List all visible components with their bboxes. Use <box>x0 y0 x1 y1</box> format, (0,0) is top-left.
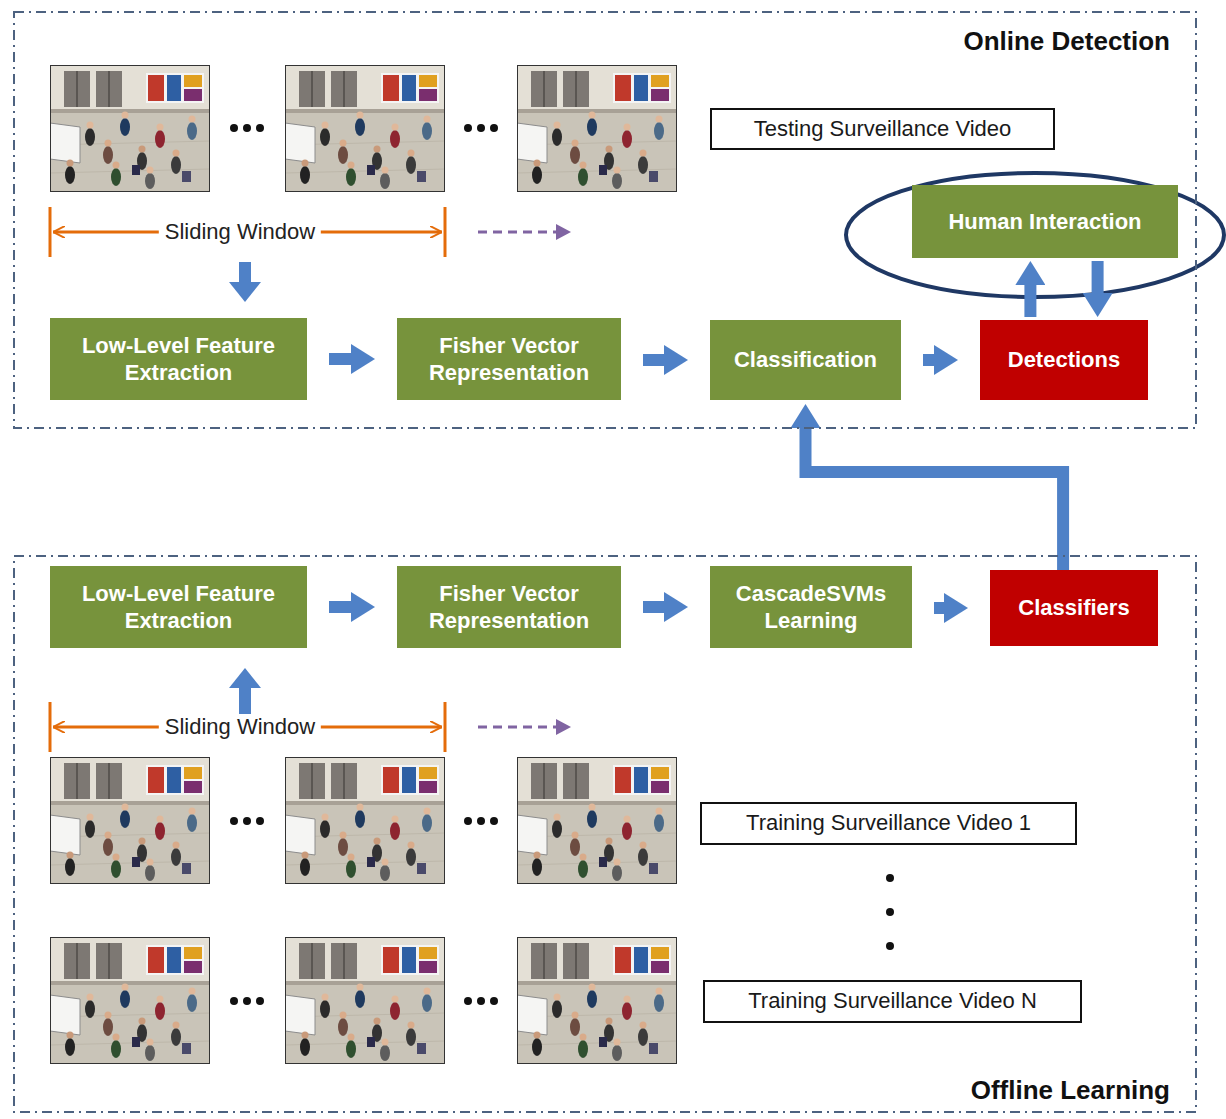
illustration-part <box>477 817 485 825</box>
box-label: Classifiers <box>1018 594 1129 622</box>
video-frame <box>285 937 445 1064</box>
video-frame <box>517 65 677 192</box>
window-label: Sliding Window <box>165 219 315 244</box>
sliding-window-bracket <box>50 207 445 752</box>
box-label: Fisher Vector Representation <box>407 580 611 635</box>
video-caption-box: Testing Surveillance Video <box>710 108 1055 150</box>
video-frame <box>50 65 210 192</box>
video-frame <box>50 757 210 884</box>
window-shift-arrow <box>478 224 571 735</box>
flow-arrow <box>1024 285 1036 317</box>
window-label-patch: Sliding Window <box>159 714 321 740</box>
illustration-part <box>230 997 238 1005</box>
box-label: Training Surveillance Video 1 <box>746 810 1031 836</box>
illustration-part <box>239 262 251 282</box>
flow-arrow <box>329 601 351 613</box>
illustration-part <box>556 719 571 735</box>
process-box: Classification <box>710 320 901 400</box>
video-frame <box>517 937 677 1064</box>
panel-title: Offline Learning <box>971 1075 1170 1106</box>
video-caption-box: Training Surveillance Video N <box>703 980 1082 1023</box>
video-caption-box: Training Surveillance Video 1 <box>700 802 1077 845</box>
illustration-part <box>256 817 264 825</box>
illustration-part <box>490 124 498 132</box>
illustration-part <box>444 207 447 257</box>
video-frame <box>285 757 445 884</box>
result-box: Classifiers <box>990 570 1158 646</box>
illustration-part <box>490 817 498 825</box>
illustration-part <box>243 817 251 825</box>
illustration-part <box>478 231 558 234</box>
flow-arrow <box>923 354 934 366</box>
section-panel: Offline Learning Low-Level Feature Extrac… <box>14 556 1196 1112</box>
illustration-part <box>490 997 498 1005</box>
process-box: Fisher Vector Representation <box>397 566 621 648</box>
illustration-part <box>49 207 52 257</box>
illustration-part <box>464 124 472 132</box>
flow-arrow <box>806 428 1064 570</box>
illustration-part <box>464 817 472 825</box>
process-box: Low-Level Feature Extraction <box>50 318 307 400</box>
box-label: Detections <box>1008 346 1120 374</box>
ellipsis-dots <box>230 124 894 1005</box>
illustration-part <box>230 817 238 825</box>
process-box: Fisher Vector Representation <box>397 318 621 400</box>
video-frame <box>517 757 677 884</box>
box-label: CascadeSVMs Learning <box>720 580 902 635</box>
illustration-part <box>464 997 472 1005</box>
illustration-part <box>229 282 261 302</box>
illustration-part <box>477 997 485 1005</box>
illustration-part <box>886 942 894 950</box>
illustration-part <box>229 668 261 688</box>
box-label: Classification <box>734 346 877 374</box>
window-label: Sliding Window <box>165 714 315 739</box>
video-frame <box>285 65 445 192</box>
illustration-part <box>477 124 485 132</box>
box-label: Training Surveillance Video N <box>748 988 1037 1014</box>
flow-arrow <box>329 353 351 365</box>
flow-arrow <box>643 354 664 366</box>
flow-arrow <box>1092 261 1104 293</box>
box-label: Fisher Vector Representation <box>407 332 611 387</box>
illustration-part <box>230 124 238 132</box>
video-frame <box>50 937 210 1064</box>
panel-border <box>14 556 1196 1112</box>
illustration-part <box>886 874 894 882</box>
box-label: Low-Level Feature Extraction <box>60 580 297 635</box>
illustration-part <box>556 224 571 240</box>
video-frames <box>50 65 677 1064</box>
illustration-part <box>478 726 558 729</box>
panel-title: Online Detection <box>963 26 1170 57</box>
illustration-part <box>243 997 251 1005</box>
flow-arrow <box>934 602 944 614</box>
illustration-part <box>49 702 52 752</box>
flow-arrow <box>643 601 664 613</box>
process-box: Human Interaction <box>912 185 1178 258</box>
box-label: Low-Level Feature Extraction <box>60 332 297 387</box>
illustration-part <box>239 688 251 714</box>
illustration-part <box>256 124 264 132</box>
box-label: Testing Surveillance Video <box>754 116 1012 142</box>
illustration-part <box>256 997 264 1005</box>
window-label-patch: Sliding Window <box>159 219 321 245</box>
illustration-part <box>886 908 894 916</box>
box-label: Human Interaction <box>948 208 1141 236</box>
illustration-part <box>243 124 251 132</box>
illustration-part <box>444 702 447 752</box>
process-box: CascadeSVMs Learning <box>710 566 912 648</box>
highlight-ellipse <box>846 173 1224 297</box>
result-box: Detections <box>980 320 1148 400</box>
process-box: Low-Level Feature Extraction <box>50 566 307 648</box>
panel-border <box>14 12 1196 428</box>
